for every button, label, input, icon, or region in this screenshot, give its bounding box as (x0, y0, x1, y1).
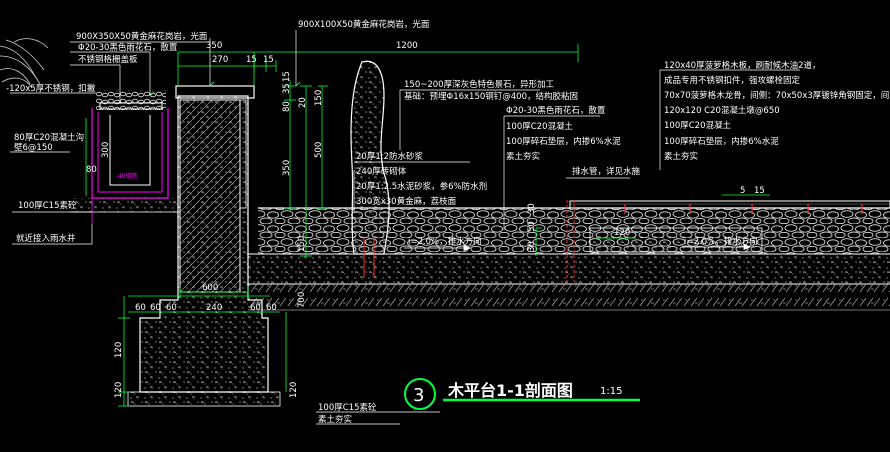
leader-lines (10, 30, 800, 425)
coping-stone (175, 85, 255, 99)
dim-60e: 60 (266, 303, 277, 313)
callout-waterproof: 20厚1:2防水砂浆 (356, 151, 423, 162)
concrete-base-left (70, 198, 180, 212)
dim-15c: 15 (282, 71, 292, 82)
wall-base-concrete (127, 391, 281, 407)
drawing-number-circle (404, 378, 436, 410)
dim-30: 30 (527, 241, 537, 252)
gravel-layer (248, 254, 890, 284)
leader-ticks (149, 81, 301, 97)
callout-gravel-right: 100厚碎石垫层，内掺6%水泥 (664, 136, 779, 147)
dim-270: 270 (212, 55, 228, 65)
dim-300b: 30 (527, 203, 537, 214)
callout-stone-base: 基础：预埋Φ16x150钢钉@400，结构胶粘固 (404, 91, 578, 102)
feature-stone (350, 60, 390, 255)
callout-rain-well: 就近接入雨水井 (16, 233, 76, 244)
dim-300: 300 (101, 142, 111, 158)
callout-granite-face: 300宽x30黄金麻，荔枝面 (356, 196, 457, 207)
drawing-scale: 1:15 (600, 386, 622, 397)
dim-350: 350 (206, 41, 222, 51)
dim-15d: 15 (754, 186, 765, 196)
brick-core (179, 99, 241, 293)
callout-fastener: 成品专用不锈钢扣件，强攻螺栓固定 (664, 75, 801, 86)
callout-joist: 70x70菠萝格木龙骨，间侧：70x50x3厚镀锌角钢固定，间距650 (664, 90, 890, 101)
dim-15b: 15 (263, 55, 274, 65)
dim-15a: 15 (246, 55, 257, 65)
dim-50: 50 (527, 221, 537, 232)
callout-concrete-mid: 100厚C20混凝土 (506, 121, 573, 132)
callout-gravel-mid: 100厚碎石垫层，内掺6%水泥 (506, 136, 621, 147)
dim-120: 120 (614, 228, 630, 238)
dim-350v: 350 (282, 160, 292, 176)
slope-label-1: i=2.0%，排水方向 (408, 236, 482, 247)
callout-mortar: 20厚1:2.5水泥砂浆，参6%防水剂 (356, 181, 487, 192)
dim-700: 700 (297, 292, 307, 308)
earth-layer (248, 284, 890, 310)
concrete-pier (589, 227, 763, 253)
drawing-number: 3 (413, 385, 424, 406)
callout-base-bottom: 100厚C15素砼 (318, 402, 377, 413)
svg-text:4b钢筋: 4b钢筋 (118, 172, 138, 180)
dim-80: 80 (282, 101, 292, 112)
dim-120a: 120 (114, 342, 124, 358)
callout-brick: 240厚砖砌体 (356, 166, 407, 177)
dim-120b: 120 (114, 382, 124, 398)
slope-label-2: i=2.0%，排水方向 (684, 236, 758, 247)
callout-soil-right: 素土夯实 (664, 151, 698, 162)
dim-60c: 60 (166, 303, 177, 313)
slope-arrow-1 (404, 244, 472, 252)
deck-fasteners (624, 204, 863, 214)
dim-120c: 120 (289, 382, 299, 398)
callout-wood-board: 120x40厚菠萝格木板，刷耐候木油2道， (664, 60, 820, 71)
callout-stone: 150~200厚深灰色特色景石，异形加工 (404, 79, 555, 90)
dim-60b: 60 (150, 303, 161, 313)
dim-20: 20 (298, 97, 308, 108)
dim-600: 600 (202, 283, 218, 293)
plant-symbol (0, 38, 49, 89)
dim-5: 5 (740, 186, 745, 196)
callout-soil-bottom: 素土夯实 (318, 414, 352, 425)
dim-60d: 60 (250, 303, 261, 313)
callout-grate: 不锈钢格栅盖板 (78, 54, 138, 65)
slope-arrow-2 (682, 243, 752, 251)
callout-concrete-right: 100厚C20混凝土 (664, 120, 731, 131)
waterproof-layer (239, 99, 247, 209)
dim-35: 35 (282, 83, 292, 94)
dim-150: 150 (314, 90, 324, 106)
dim-80v: 80 (86, 165, 97, 175)
drawing-title: 木平台1-1剖面图 (447, 381, 573, 400)
callout-base-left: 100厚C15素砼 (18, 200, 77, 211)
callout-soil-mid: 素土夯实 (506, 151, 540, 162)
callout-pebbles-mid: Φ20-30黑色雨花石，散置 (506, 105, 606, 116)
callout-drain-pipe: 排水管，详见水施 (572, 166, 641, 177)
dim-1200: 1200 (396, 41, 418, 51)
grate-cover (99, 102, 163, 110)
callout-granite-top: 900X100X50黄金麻花岗岩，光面 (298, 19, 430, 30)
dim-150v: 150 (297, 236, 307, 252)
callout-pebbles-left: Φ20-30黑色雨花石，散置 (78, 42, 178, 53)
callout-channel-rebar: 壁6@150 (14, 142, 53, 153)
pebble-fill-left (96, 90, 166, 110)
dim-240: 240 (206, 303, 222, 313)
callout-pier: 120x120 C20混凝土墩@650 (664, 105, 780, 116)
callout-channel: 80厚C20混凝土沟 (14, 132, 84, 143)
wood-deck-board (569, 200, 890, 209)
dim-500: 500 (314, 142, 324, 158)
dimension-lines (85, 44, 770, 407)
dim-60a: 60 (135, 303, 146, 313)
callout-granite-cap: 900X350X50黄金麻花岗岩，光面 (76, 31, 208, 42)
callout-steel-edge: -120x5厚不锈钢，扣撇 (6, 83, 96, 94)
